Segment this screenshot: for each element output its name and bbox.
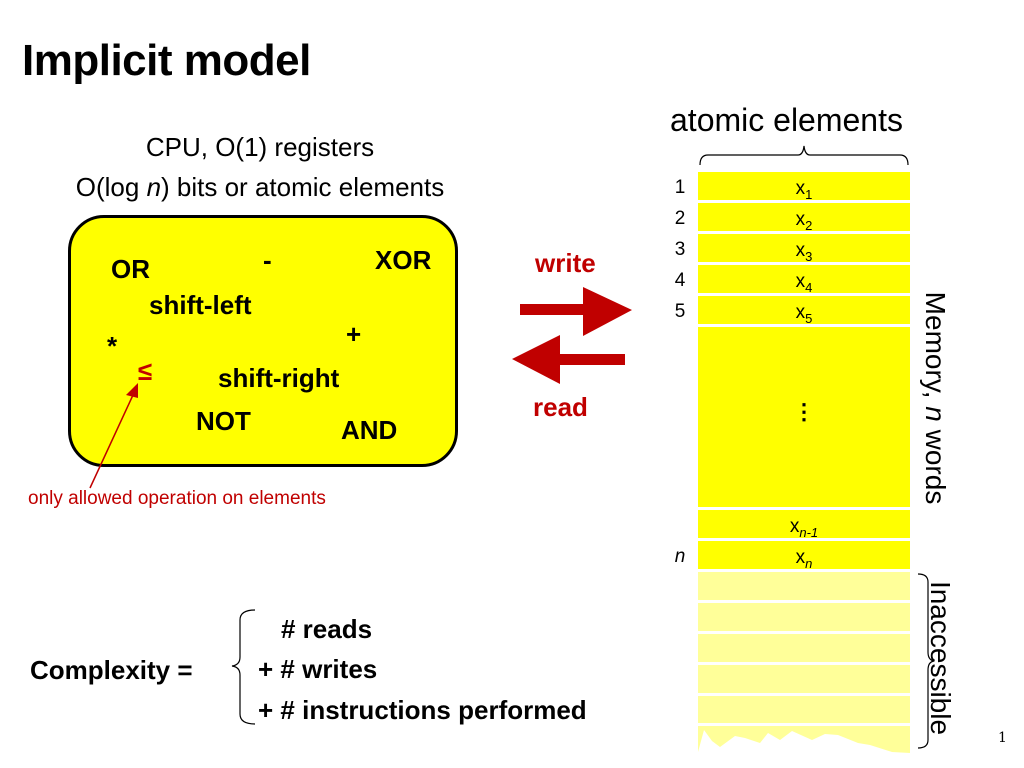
op-shift-right: shift-right (218, 363, 340, 393)
complexity-label: Complexity = (30, 655, 193, 685)
op-xor: XOR (375, 245, 432, 275)
memory-cell: xn (698, 541, 910, 571)
op-plus: + (346, 319, 362, 349)
op-multiply: * (107, 331, 118, 361)
cell-subscript: n-1 (799, 524, 819, 540)
cell-var: x (795, 240, 806, 261)
cell-index: n (674, 546, 686, 567)
cell-index: 3 (674, 239, 686, 260)
read-label: read (533, 392, 588, 422)
op-minus: - (263, 245, 272, 275)
op-or: OR (111, 254, 150, 284)
page-number: 1 (998, 730, 1007, 746)
variable-n: n (146, 172, 162, 202)
inaccessible-brace (917, 573, 935, 749)
cell-var: x (795, 271, 806, 292)
atomic-elements-label: atomic elements (670, 102, 903, 138)
complexity-term-reads: # reads (281, 614, 373, 644)
op-shift-left: shift-left (149, 290, 252, 320)
cell-subscript: 2 (805, 217, 813, 233)
write-arrow-head (583, 287, 632, 336)
write-label: write (535, 248, 596, 278)
cpu-description: CPU, O(1) registers (145, 132, 375, 162)
cell-var: x (795, 209, 806, 230)
cell-index: 1 (674, 177, 686, 198)
atomic-elements-brace (699, 145, 909, 166)
cell-index: 4 (674, 270, 686, 291)
cell-var: x (795, 302, 806, 323)
cell-index: 2 (674, 208, 686, 229)
inaccessible-cell (698, 634, 910, 662)
slide-title: Implicit model (22, 36, 311, 85)
annotation-arrow-head (126, 383, 138, 398)
write-arrow-shaft (520, 304, 585, 315)
op-less-equal: ≤ (138, 356, 153, 386)
inaccessible-cell (698, 665, 910, 693)
cell-subscript: 1 (805, 186, 813, 202)
cell-subscript: 4 (805, 279, 813, 295)
cell-var: x (789, 516, 800, 537)
memory-cell: x1 (698, 172, 910, 202)
cell-subscript: 5 (805, 310, 813, 326)
read-arrow-shaft (555, 354, 625, 365)
inaccessible-cell (698, 696, 910, 723)
cell-index: 5 (674, 301, 686, 322)
torn-memory-row (698, 726, 910, 753)
memory-ellipsis-block: ⋮ (698, 327, 910, 507)
inaccessible-cell (698, 572, 910, 600)
cpu-box: OR - XOR shift-left + * ≤ shift-right NO… (68, 215, 458, 467)
text-part: ) bits or atomic elements (161, 172, 445, 202)
inaccessible-cell (698, 603, 910, 631)
memory-cell: x4 (698, 265, 910, 295)
annotation-text: only allowed operation on elements (28, 488, 326, 509)
cell-var: x (795, 547, 806, 568)
memory-cell: x5 (698, 296, 910, 326)
op-not: NOT (196, 406, 251, 436)
vertical-ellipsis: ⋮ (793, 399, 815, 424)
annotation-arrow-line (89, 394, 134, 489)
cell-subscript: n (805, 555, 813, 571)
complexity-term-writes: + # writes (258, 654, 378, 684)
memory-cell: x3 (698, 234, 910, 264)
read-arrow-head (512, 335, 560, 384)
complexity-term-instructions: + # instructions performed (258, 695, 587, 725)
text-part: O(log (75, 172, 147, 202)
memory-cell: xn-1 (698, 510, 910, 540)
op-and: AND (341, 415, 398, 445)
cell-var: x (795, 178, 806, 199)
memory-cell: x2 (698, 203, 910, 233)
cell-subscript: 3 (805, 248, 813, 264)
register-size-description: O(log n) bits or atomic elements (20, 172, 500, 203)
complexity-brace (231, 609, 256, 725)
